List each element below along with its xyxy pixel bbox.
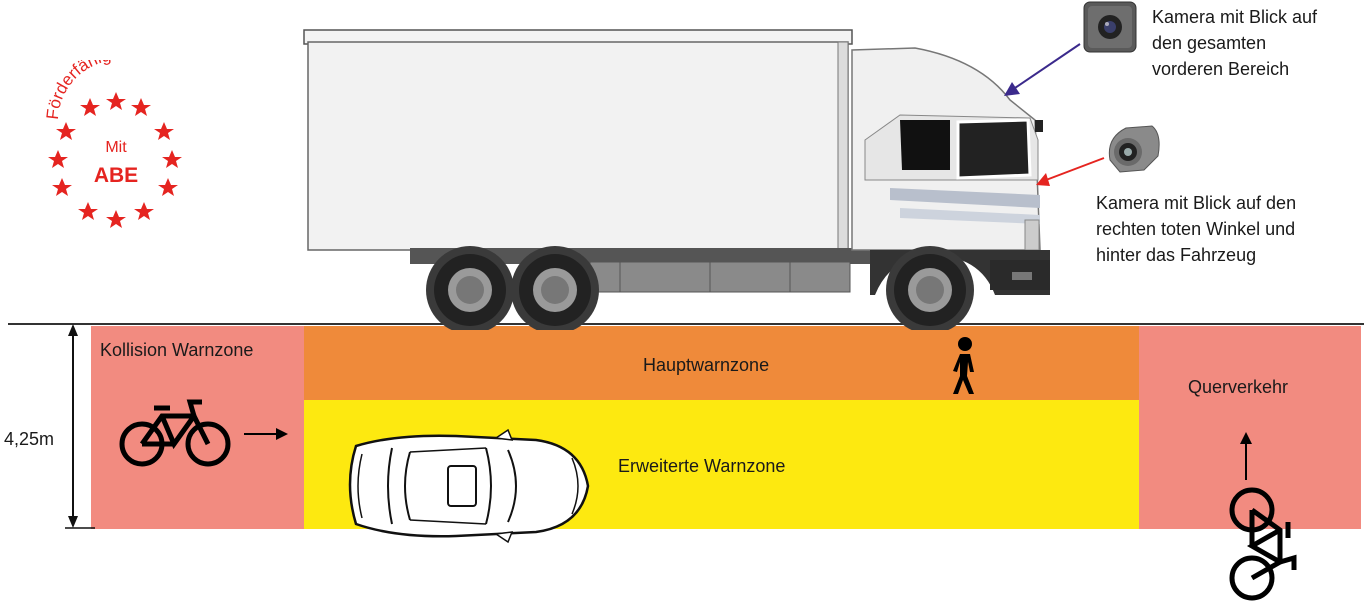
star-icon xyxy=(78,202,98,220)
star-icon xyxy=(106,210,126,228)
star-icon xyxy=(154,122,174,140)
collision-zone-label: Kollision Warnzone xyxy=(100,340,254,360)
bicycle-icon xyxy=(119,399,231,467)
side-camera-label: Kamera mit Blick auf den rechten toten W… xyxy=(1096,190,1296,268)
dimension-arrow xyxy=(65,324,95,529)
abe-badge: Förderfähig Mit ABE xyxy=(43,60,182,228)
star-icon xyxy=(48,150,68,168)
truck-wheels xyxy=(426,246,974,330)
side-camera-icon xyxy=(1108,125,1160,173)
front-camera-icon xyxy=(1083,1,1137,53)
front-camera-label: Kamera mit Blick auf den gesamten vorder… xyxy=(1152,4,1317,82)
badge-arc-text: Förderfähig xyxy=(43,60,113,120)
side-camera-label-line: hinter das Fahrzeug xyxy=(1096,245,1257,265)
star-icon xyxy=(80,98,100,116)
star-icon xyxy=(158,178,178,196)
camera-arrows xyxy=(1004,43,1105,186)
main-warning-zone xyxy=(304,326,1139,400)
front-camera-label-line: Kamera mit Blick auf xyxy=(1152,7,1318,27)
pedestrian-icon xyxy=(953,337,974,394)
car-icon xyxy=(348,428,590,544)
side-camera-label-line: Kamera mit Blick auf den xyxy=(1096,193,1297,213)
star-icon xyxy=(162,150,182,168)
star-icon xyxy=(106,92,126,110)
star-icon xyxy=(131,98,151,116)
truck-icon xyxy=(303,29,1050,330)
side-camera-label-line: rechten toten Winkel und xyxy=(1096,219,1296,239)
badge-line2: ABE xyxy=(94,164,138,187)
dimension-label: 4,25m xyxy=(4,429,55,449)
badge-line1: Mit xyxy=(105,139,127,156)
cross-traffic-label: Querverkehr xyxy=(1188,377,1289,397)
front-camera-label-line: den gesamten xyxy=(1152,33,1267,53)
badge-stars xyxy=(48,92,182,228)
ground-line xyxy=(8,323,1364,325)
extended-zone-label: Erweiterte Warnzone xyxy=(618,456,786,476)
cross-traffic-zone xyxy=(1139,326,1361,529)
right-arrow-icon xyxy=(244,428,288,440)
main-zone-label: Hauptwarnzone xyxy=(643,355,770,375)
bicycle-icon xyxy=(1229,487,1297,601)
front-camera-label-line: vorderen Bereich xyxy=(1152,59,1290,79)
star-icon xyxy=(56,122,76,140)
star-icon xyxy=(52,178,72,196)
up-arrow-icon xyxy=(1240,432,1252,480)
star-icon xyxy=(134,202,154,220)
